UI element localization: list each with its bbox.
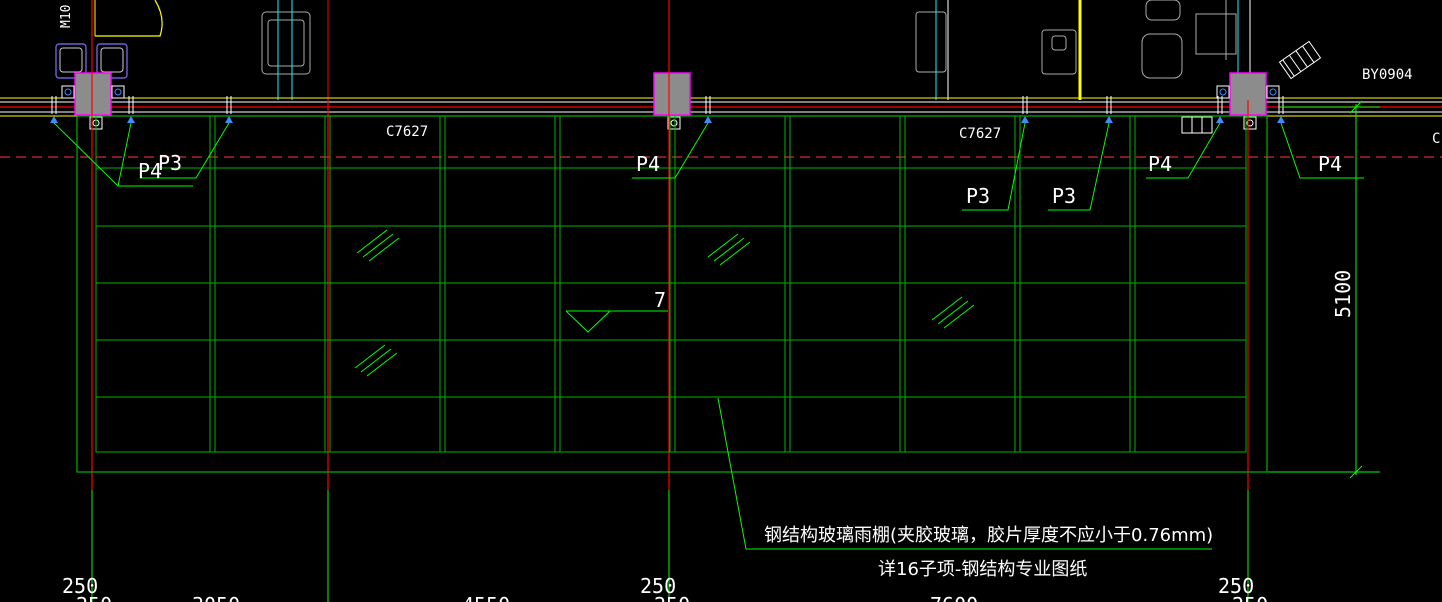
dimension-bottom-6: 250 xyxy=(1232,593,1268,602)
grid-axes xyxy=(91,0,1249,602)
pier-label-p4-right-a: P4 xyxy=(1148,152,1172,176)
toilet-fixture xyxy=(1041,29,1077,75)
sink-right xyxy=(96,43,128,79)
label-right-edge: C xyxy=(1432,131,1440,147)
dimension-250-a: 250 xyxy=(62,574,98,598)
column-middle xyxy=(653,72,691,116)
text-labels: M10 BY0904 C C7627 C7627 P4 P3 P4 P3 P3 … xyxy=(59,5,1440,602)
dimension-250-b: 250 xyxy=(640,574,676,598)
pier-label-p3-left: P3 xyxy=(158,151,182,175)
bicycle-icon xyxy=(1278,40,1322,80)
label-left-top: M10 xyxy=(59,5,74,28)
glass-hatch-marks xyxy=(354,229,975,377)
window-tag-2: C7627 xyxy=(959,126,1001,142)
dimension-5100: 5100 xyxy=(1331,270,1355,318)
slope-number: 7 xyxy=(654,288,666,312)
canopy-note-line1: 钢结构玻璃雨棚(夹胶玻璃，胶片厚度不应小于0.76mm) xyxy=(764,525,1213,546)
leaders xyxy=(53,122,1364,550)
canopy-glass-grid xyxy=(76,115,1268,473)
chair-fixture xyxy=(261,11,311,75)
dimension-bottom-5: 7600 xyxy=(930,593,978,602)
pier-label-p4-right-b: P4 xyxy=(1318,152,1342,176)
label-room-tag: BY0904 xyxy=(1362,67,1413,83)
window-tag-1: C7627 xyxy=(386,124,428,140)
top-fixtures xyxy=(55,0,1322,100)
column-left xyxy=(74,72,112,116)
dimension-bottom-1: 250 xyxy=(76,593,112,602)
pier-label-p3-a: P3 xyxy=(966,184,990,208)
height-dimension xyxy=(1268,100,1380,479)
dimension-bottom-4: 250 xyxy=(654,593,690,602)
pier-label-p3-b: P3 xyxy=(1052,184,1076,208)
slope-marker: 7 xyxy=(565,288,668,333)
pier-label-p4-left: P4 xyxy=(138,159,162,183)
canopy-note-line2: 详16子项-钢结构专业图纸 xyxy=(878,559,1087,580)
dimension-bottom-2: 3050 xyxy=(192,593,240,602)
canopy-outline xyxy=(76,115,1268,473)
beam-arrows xyxy=(50,116,1285,123)
dimension-bottom-3: 4550 xyxy=(462,593,510,602)
wall-band xyxy=(0,97,1442,158)
pier-label-p4-mid: P4 xyxy=(636,152,660,176)
dimension-250-c: 250 xyxy=(1218,574,1254,598)
sink-left xyxy=(55,43,87,79)
